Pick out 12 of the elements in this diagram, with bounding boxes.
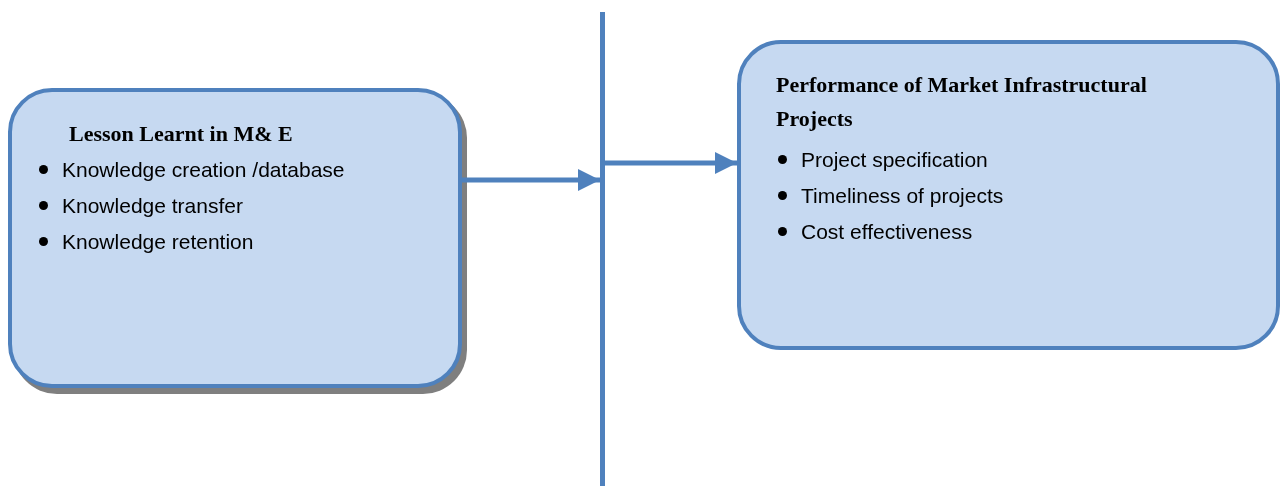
bullet-item: Cost effectiveness xyxy=(801,220,973,243)
bullet-item: Timeliness of projects xyxy=(801,184,1004,207)
bullet-item: Knowledge retention xyxy=(62,230,254,253)
bullet-item: Knowledge transfer xyxy=(62,194,243,217)
bullet-item: Knowledge creation /database xyxy=(62,158,345,181)
arrow xyxy=(605,151,737,175)
box-heading: Performance of Market Infrastructural Projects xyxy=(776,71,1148,134)
rounded-box xyxy=(737,40,1280,350)
bullet-item: Project specification xyxy=(801,148,988,171)
divider-bar xyxy=(600,12,605,486)
box-heading: Lesson Learnt in M& E xyxy=(69,120,294,148)
arrow xyxy=(462,168,600,192)
